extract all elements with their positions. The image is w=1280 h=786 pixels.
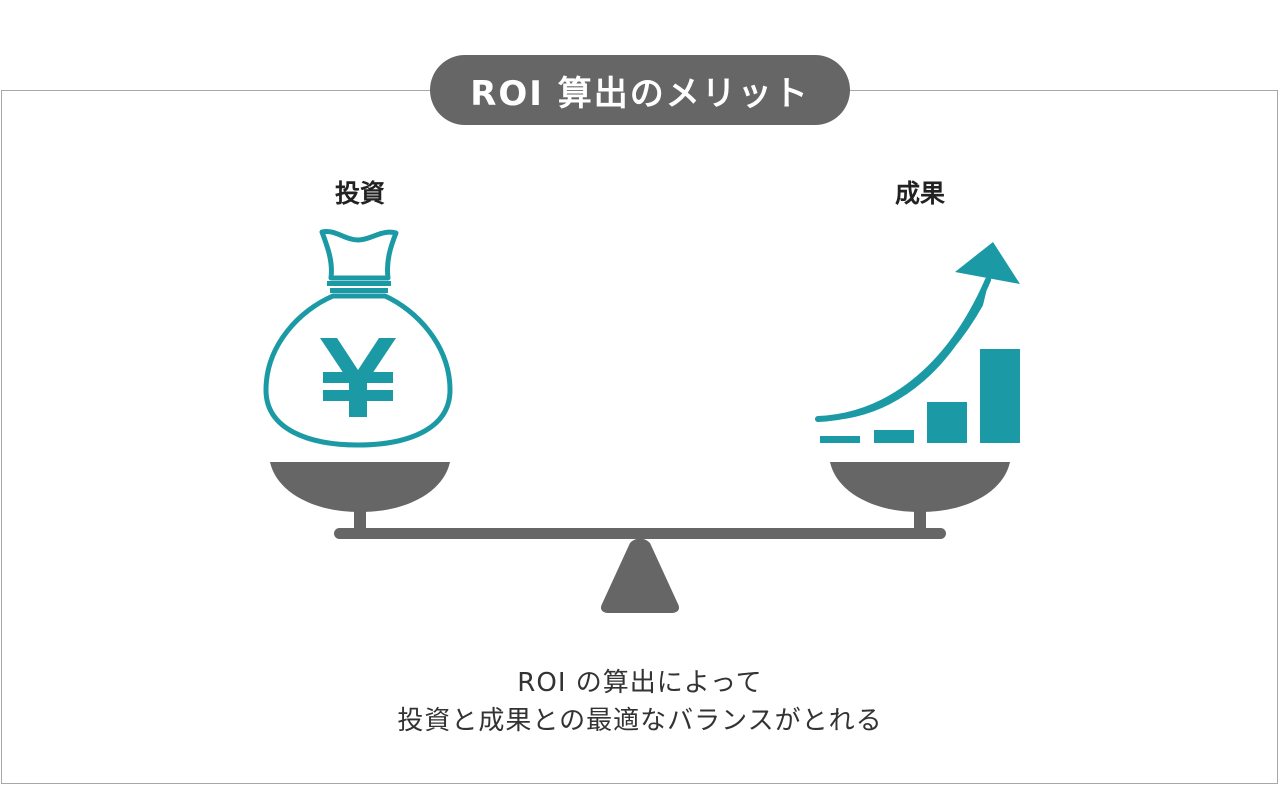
yen-money-bag-icon	[263, 228, 453, 448]
growth-bar-chart-arrow-icon	[815, 242, 1020, 443]
caption: ROI の算出によって 投資と成果との最適なバランスがとれる	[0, 664, 1280, 740]
caption-line-1: ROI の算出によって	[517, 668, 763, 698]
caption-line-2: 投資と成果との最適なバランスがとれる	[397, 706, 883, 736]
result-label: 成果	[894, 179, 945, 208]
yen-icon	[320, 338, 396, 417]
investment-label: 投資	[334, 179, 385, 208]
page-title: ROI 算出のメリット	[470, 73, 810, 114]
title-pill: ROI 算出のメリット	[430, 55, 850, 125]
balance-scale-icon	[270, 462, 1010, 613]
